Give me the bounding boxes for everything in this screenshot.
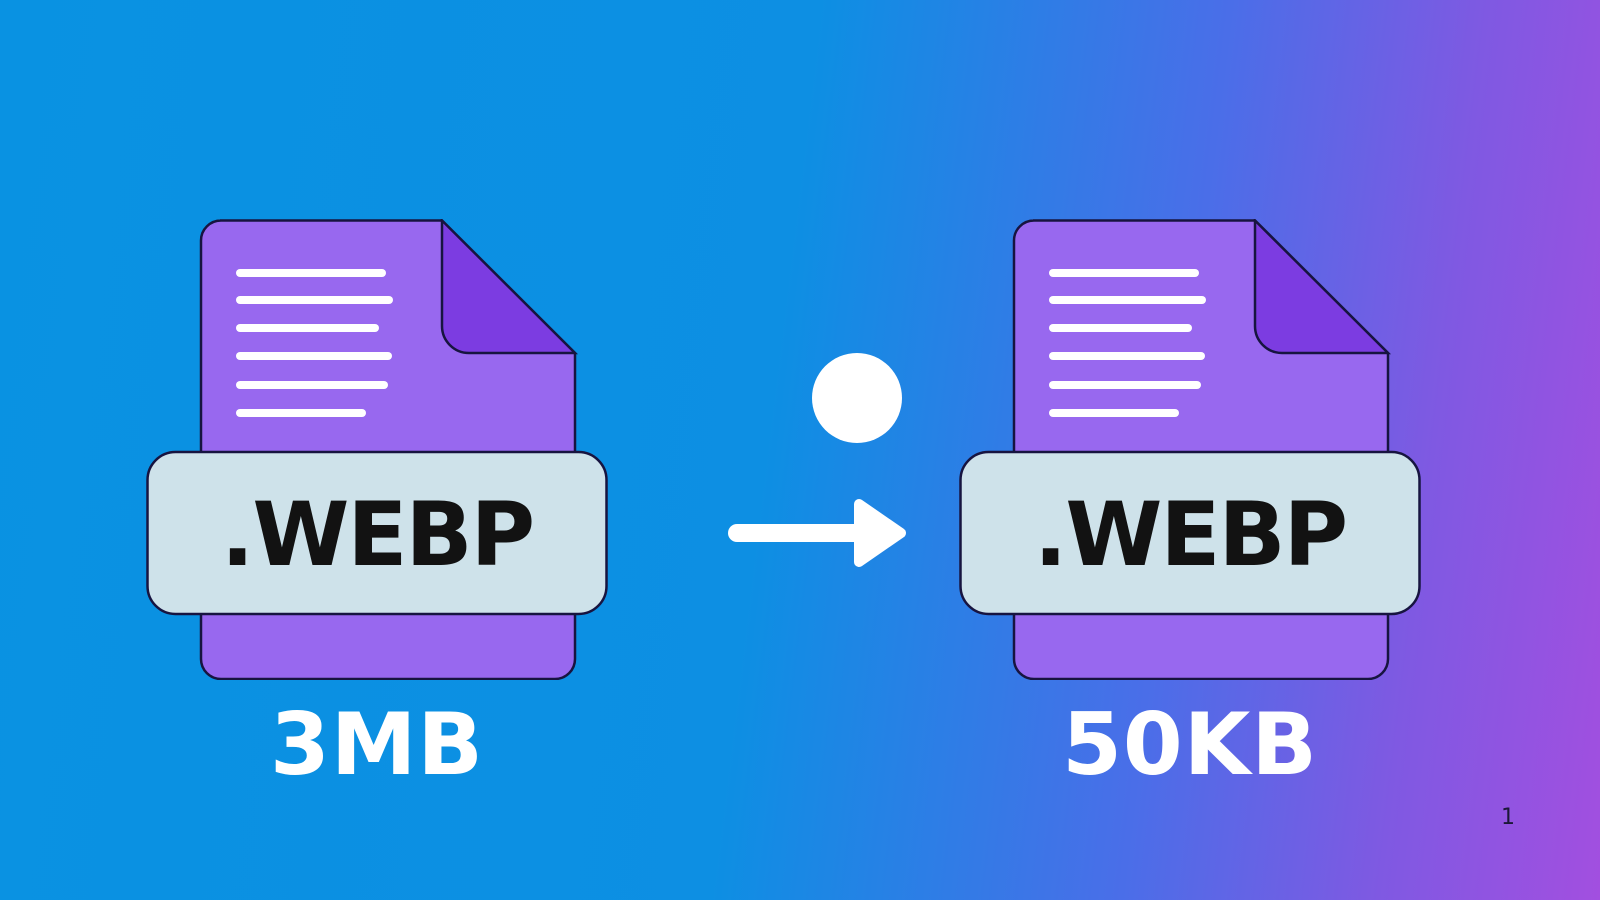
decorative-circle bbox=[812, 353, 902, 443]
extension-label: .WEBP bbox=[221, 483, 533, 586]
size-label-before: 3MB bbox=[270, 695, 484, 795]
file-icon-after-graphic: .WEBP bbox=[959, 219, 1421, 680]
extension-plate bbox=[959, 450, 1421, 616]
page-number: 1 bbox=[1501, 805, 1515, 830]
file-icon-before: .WEBP bbox=[146, 219, 608, 680]
file-icon-before-graphic: .WEBP bbox=[146, 219, 608, 680]
extension-label: .WEBP bbox=[1034, 483, 1346, 586]
conversion-arrow bbox=[715, 478, 915, 588]
folded-corner-icon bbox=[440, 219, 579, 355]
folded-corner-icon bbox=[1253, 219, 1392, 355]
file-icon-after: .WEBP bbox=[959, 219, 1421, 680]
size-label-after: 50KB bbox=[1062, 695, 1318, 795]
extension-plate bbox=[146, 450, 608, 616]
document-text-lines bbox=[1049, 269, 1206, 417]
document-text-lines bbox=[236, 269, 393, 417]
arrow-right-icon bbox=[728, 499, 906, 567]
